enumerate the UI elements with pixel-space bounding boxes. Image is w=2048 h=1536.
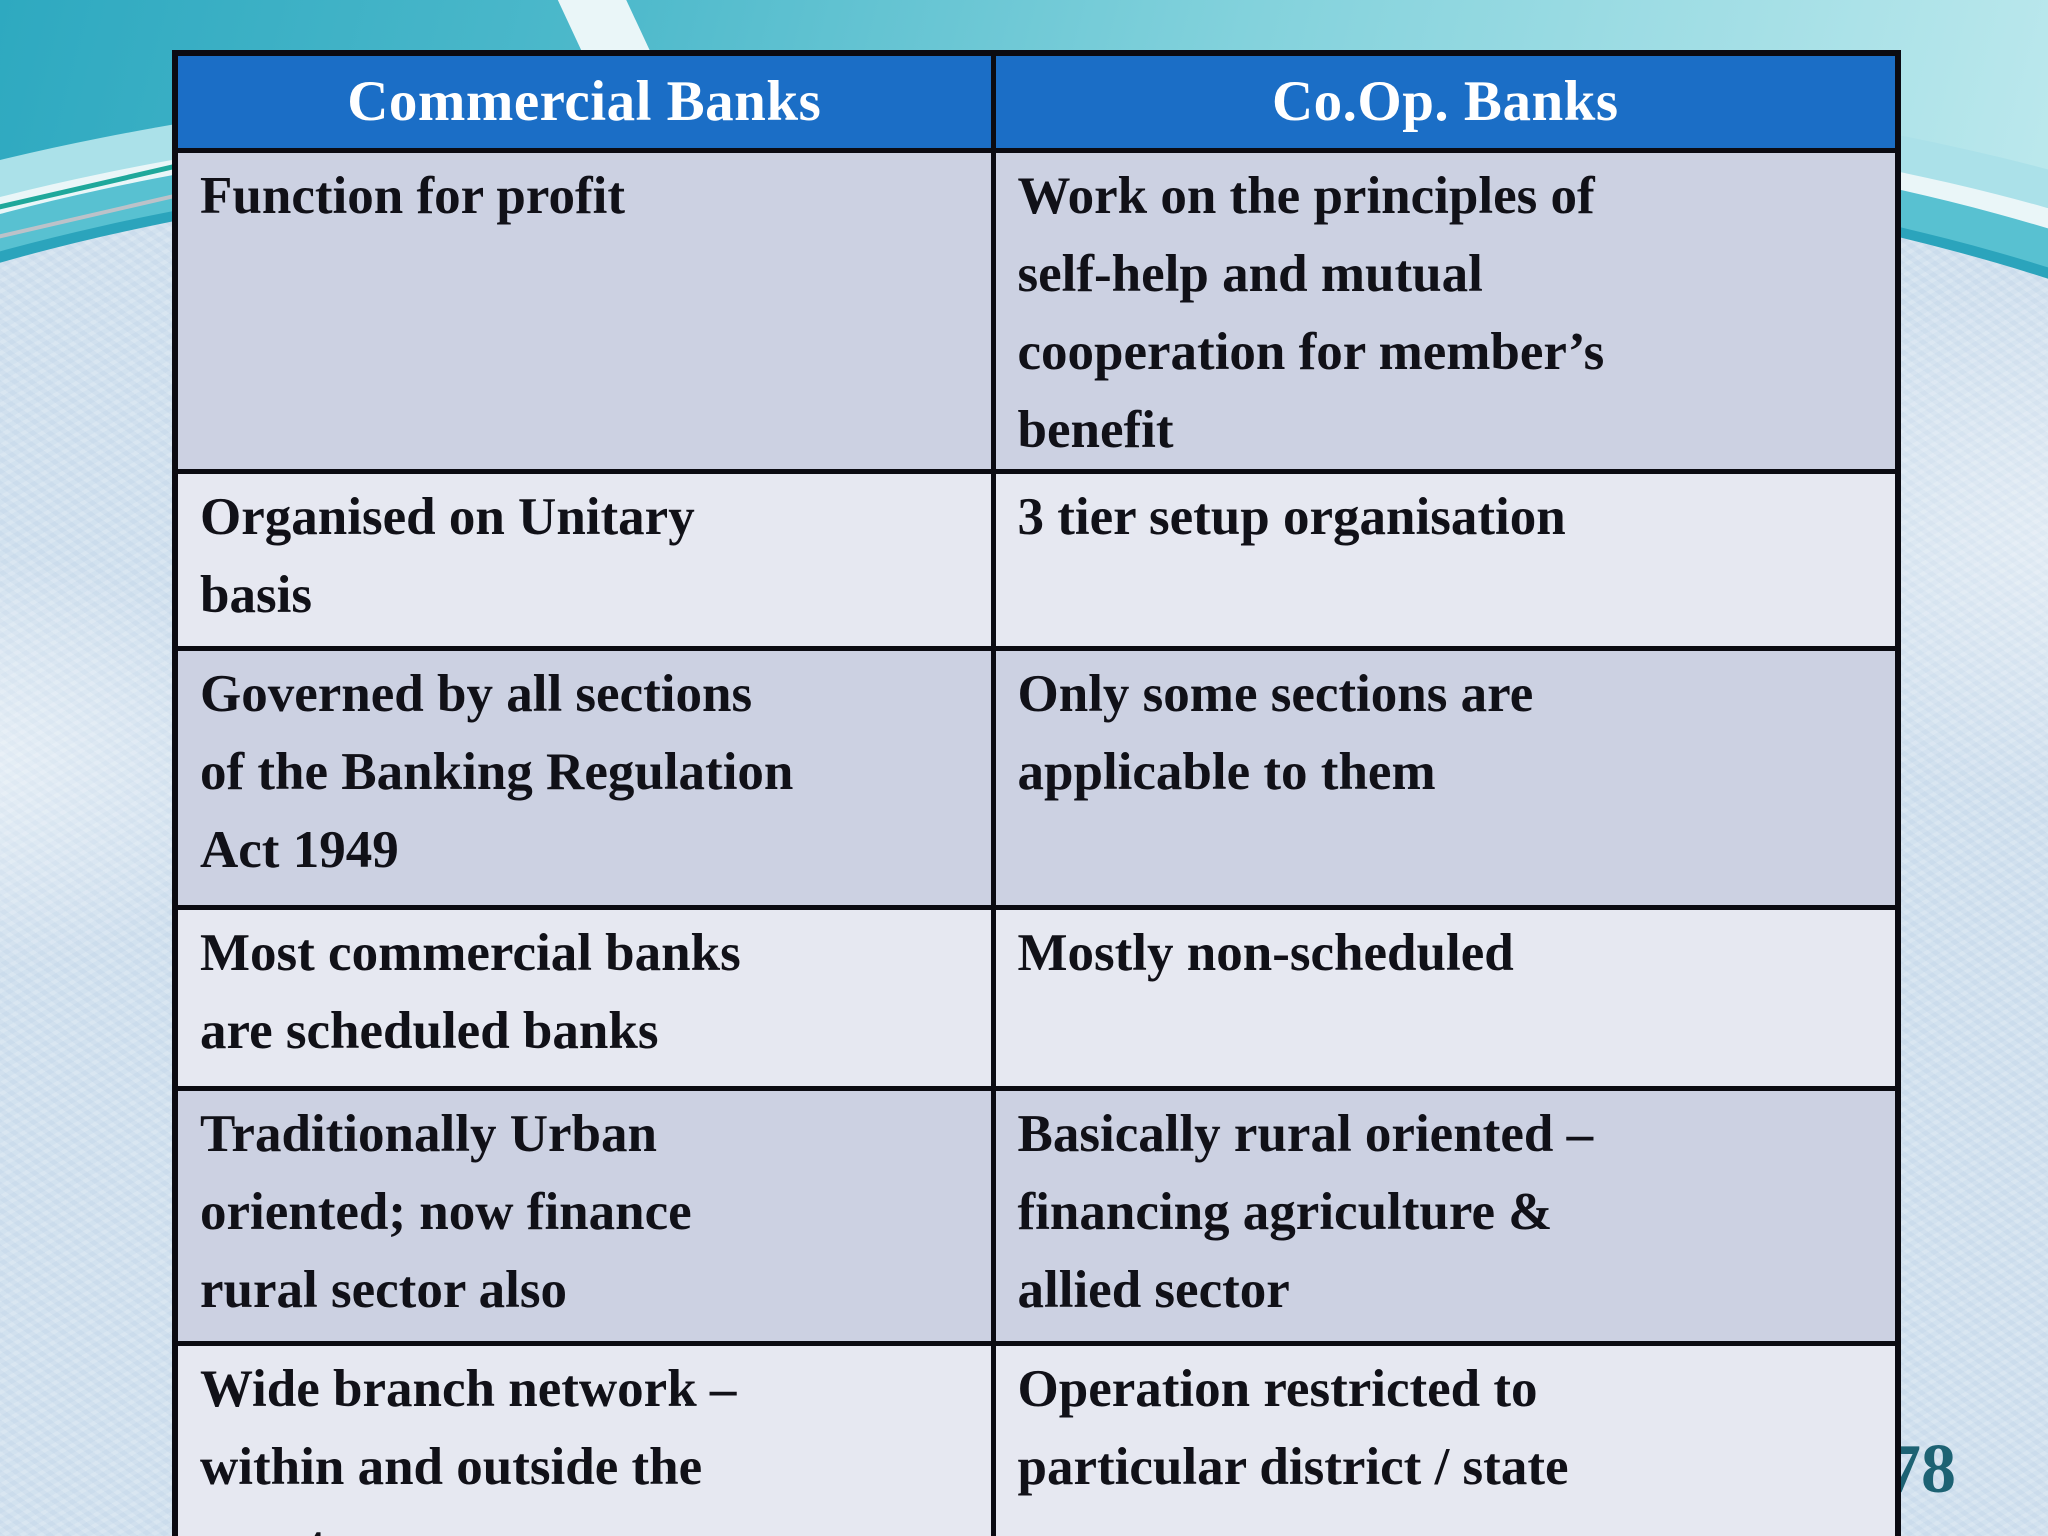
table-cell-commercial: Function for profit: [172, 147, 996, 474]
column-header-coop-banks: Co.Op. Banks: [990, 50, 1901, 153]
table-row: Wide branch network – within and outside…: [172, 1340, 1901, 1536]
table-cell-commercial: Governed by all sections of the Banking …: [172, 645, 996, 910]
header-row: Commercial Banks Co.Op. Banks: [172, 50, 1901, 153]
table-cell-coop: Operation restricted to particular distr…: [990, 1340, 1901, 1536]
column-header-commercial-banks: Commercial Banks: [172, 50, 996, 153]
table-cell-commercial: Most commercial banks are scheduled bank…: [172, 904, 996, 1091]
table-cell-coop: Basically rural oriented – financing agr…: [990, 1085, 1901, 1346]
table-cell-coop: Only some sections are applicable to the…: [990, 645, 1901, 910]
table-cell-commercial: Organised on Unitary basis: [172, 468, 996, 651]
table-row: Organised on Unitary basis 3 tier setup …: [172, 468, 1901, 651]
table-cell-coop: 3 tier setup organisation: [990, 468, 1901, 651]
comparison-table: Commercial Banks Co.Op. Banks Function f…: [172, 50, 1901, 1536]
table-row: Function for profit Work on the principl…: [172, 147, 1901, 474]
table-row: Most commercial banks are scheduled bank…: [172, 904, 1901, 1091]
table-cell-coop: Mostly non-scheduled: [990, 904, 1901, 1091]
table-cell-commercial: Wide branch network – within and outside…: [172, 1340, 996, 1536]
table-cell-commercial: Traditionally Urban oriented; now financ…: [172, 1085, 996, 1346]
table-row: Traditionally Urban oriented; now financ…: [172, 1085, 1901, 1346]
table-row: Governed by all sections of the Banking …: [172, 645, 1901, 910]
table-cell-coop: Work on the principles of self-help and …: [990, 147, 1901, 474]
